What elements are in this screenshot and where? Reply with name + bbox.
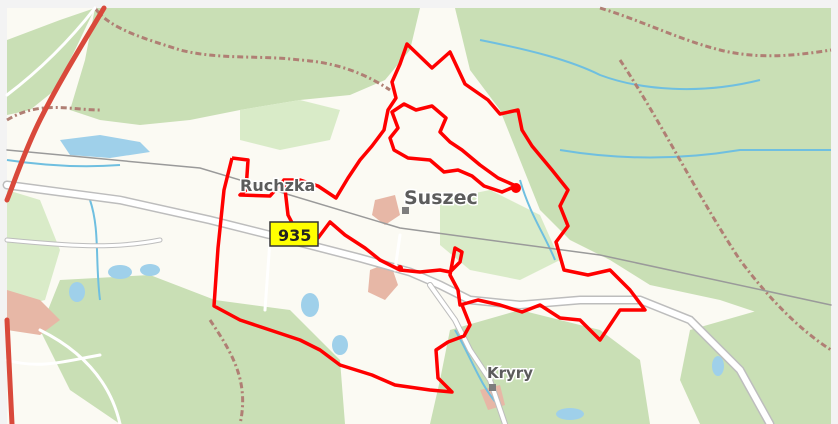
road-local-1 bbox=[263, 238, 272, 312]
road-sw-2 bbox=[5, 353, 102, 366]
pond-7 bbox=[712, 356, 724, 376]
municipality-border bbox=[212, 42, 647, 394]
pond-6 bbox=[556, 408, 584, 420]
water-bodies bbox=[60, 135, 724, 420]
admin-boundary-south bbox=[208, 319, 245, 424]
stream-west bbox=[6, 159, 121, 168]
admin-boundaries bbox=[6, 6, 832, 424]
pond-3 bbox=[69, 282, 85, 302]
built-up-suszec bbox=[372, 195, 400, 225]
meadow-west bbox=[7, 190, 60, 310]
border-marker-east bbox=[511, 183, 521, 193]
admin-boundary-northeast bbox=[599, 6, 832, 58]
admin-boundary-east bbox=[618, 59, 832, 352]
place-label-ruchzka[interactable]: Ruchzka bbox=[239, 175, 317, 197]
meadow-north bbox=[240, 100, 340, 150]
town-marker-suszec bbox=[402, 207, 409, 214]
lake-north bbox=[60, 135, 150, 158]
stream-east-1 bbox=[479, 39, 761, 91]
road-red-west-sw bbox=[4, 317, 15, 424]
road-northwest bbox=[5, 6, 97, 97]
road-badge-box bbox=[269, 221, 319, 247]
pond-4 bbox=[301, 293, 319, 317]
forest-southwest bbox=[40, 275, 345, 424]
roads bbox=[2, 5, 832, 424]
town-marker-kryry bbox=[489, 384, 496, 391]
forest-areas bbox=[7, 8, 831, 424]
road-sw bbox=[38, 328, 122, 424]
admin-boundary-west bbox=[6, 106, 101, 122]
road-red-west bbox=[4, 5, 107, 203]
place-label-suszec[interactable]: Suszec bbox=[403, 186, 480, 211]
road-main bbox=[4, 182, 773, 424]
road-west bbox=[5, 238, 162, 248]
built-up-center bbox=[368, 262, 398, 300]
forest-north bbox=[70, 8, 420, 125]
road-local-2 bbox=[393, 233, 402, 272]
streams bbox=[6, 39, 831, 406]
pond-1 bbox=[108, 265, 132, 279]
road-badge-label: 935 bbox=[278, 226, 311, 245]
place-label-kryry[interactable]: Kryry bbox=[486, 363, 535, 384]
pond-2 bbox=[140, 264, 160, 276]
pond-5 bbox=[332, 335, 348, 355]
border-marker-center bbox=[397, 265, 403, 271]
forest-east bbox=[455, 8, 831, 330]
road-north-south bbox=[428, 283, 507, 424]
forest-light-areas bbox=[7, 100, 560, 310]
admin-boundary-north bbox=[93, 7, 391, 92]
built-up-areas bbox=[7, 195, 505, 410]
stream-central bbox=[519, 179, 556, 261]
built-up-sw bbox=[7, 290, 60, 335]
stream-east-2 bbox=[559, 149, 831, 159]
road-railway bbox=[6, 149, 832, 306]
forest-southeast bbox=[680, 310, 831, 424]
meadow-central bbox=[440, 190, 560, 280]
road-badge-935[interactable]: 935 bbox=[269, 221, 319, 247]
